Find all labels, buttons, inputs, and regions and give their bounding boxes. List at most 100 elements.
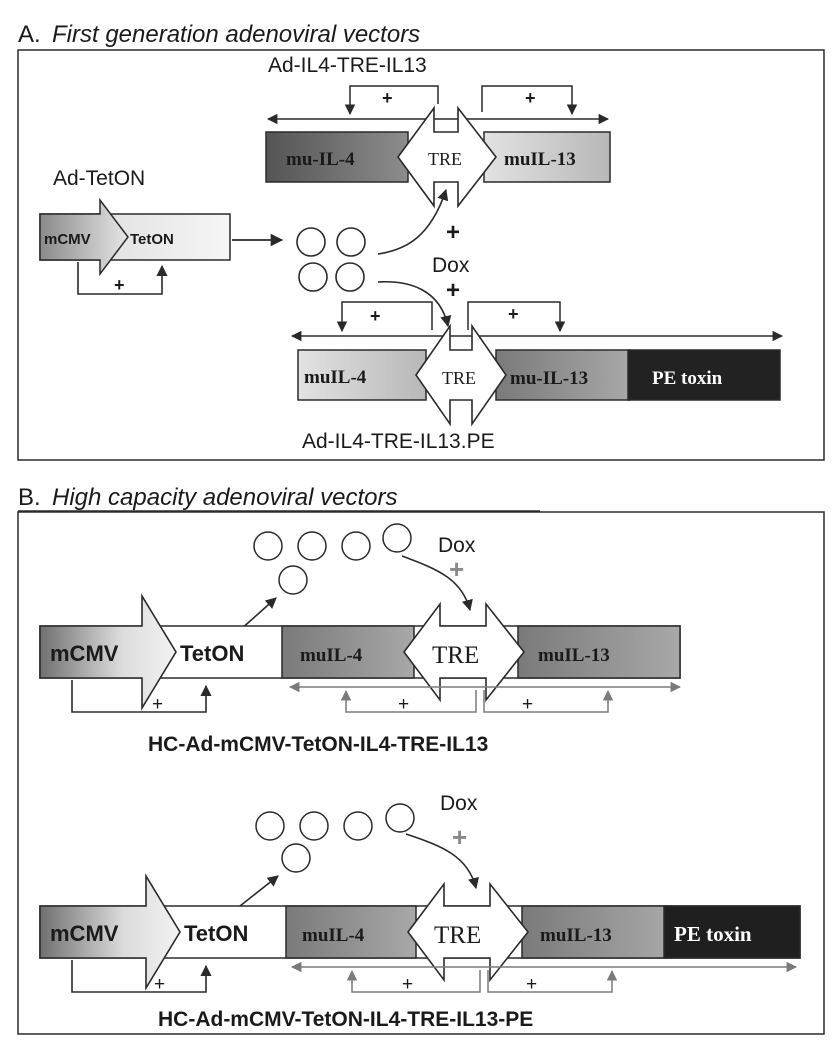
dox-molecule xyxy=(255,811,285,841)
b2-tetOn-activation-bracket xyxy=(71,960,212,993)
dox-molecule xyxy=(385,803,415,833)
bottom-right-activation-bracket xyxy=(467,301,566,333)
dox-molecule xyxy=(335,262,365,292)
b1-dox-plus: + xyxy=(449,554,464,584)
b2-promoter-text: mCMV xyxy=(50,921,119,946)
b2-tetOn-text: TetON xyxy=(184,921,248,946)
bottom-il4-block xyxy=(297,349,427,401)
b2-dox-label: Dox xyxy=(440,792,478,815)
b1-il4-text: muIL-4 xyxy=(300,645,363,666)
b1-tetOn-plus: + xyxy=(152,694,163,715)
dox-molecule xyxy=(341,531,371,561)
b2-pe-toxin-block xyxy=(663,905,801,959)
b2-pe-toxin-text: PE toxin xyxy=(674,922,752,946)
b2-right-activation-bracket xyxy=(487,969,618,993)
dox-to-top-vector-arrow xyxy=(377,188,449,255)
panel-b-frame xyxy=(17,511,825,1035)
b1-dox-label: Dox xyxy=(438,534,476,557)
b1-tetOn-activation-bracket xyxy=(71,680,212,713)
b1-tre-text: TRE xyxy=(432,642,479,669)
top-left-activation-bracket xyxy=(344,85,439,116)
dox-molecule xyxy=(253,531,283,561)
tetOn-activation-bracket xyxy=(77,262,168,295)
top-il13-block xyxy=(483,131,611,183)
b2-il4-block xyxy=(285,905,417,959)
b1-mcmv-promoter-arrow xyxy=(39,593,177,711)
b1-right-activation-bracket xyxy=(483,689,614,713)
dox-molecule xyxy=(296,227,326,257)
b2-left-activation-bracket xyxy=(346,969,481,993)
dox-molecule xyxy=(278,565,308,595)
b1-dox-to-tre-arrow xyxy=(401,555,473,612)
b2-left-plus: + xyxy=(402,974,413,995)
b2-mcmv-promoter-arrow xyxy=(39,873,181,991)
bottom-pe-toxin-block xyxy=(627,349,781,401)
ad-tetOn-label: Ad-TetON xyxy=(53,167,145,190)
panel-b-title: High capacity adenoviral vectors xyxy=(52,484,398,511)
dox-molecule xyxy=(297,531,327,561)
top-right-activation-bracket xyxy=(481,85,578,116)
b1-promoter-text: mCMV xyxy=(50,641,119,666)
dox-to-bottom-vector-arrow xyxy=(377,280,452,328)
bottom-pe-toxin-text: PE toxin xyxy=(652,368,723,389)
vector-ad-il4-tre-il13: Ad-IL4-TRE-IL13 mu-IL-4 TRE muIL-13 + + xyxy=(265,54,611,209)
bottom-tre-bidirectional-arrow xyxy=(415,323,507,427)
dox-plus-down: + xyxy=(446,277,460,304)
top-left-plus: + xyxy=(382,88,393,108)
mcmv-promoter-arrow xyxy=(39,197,129,277)
b1-tetOn-to-dox-arrow xyxy=(239,597,277,631)
panel-a: A. First generation adenoviral vectors A… xyxy=(17,21,825,461)
b2-tetOn-plus: + xyxy=(154,974,165,995)
b1-vector-label: HC-Ad-mCMV-TetON-IL4-TRE-IL13 xyxy=(148,733,488,756)
panel-a-letter: A. xyxy=(18,21,41,48)
panel-b-letter: B. xyxy=(18,484,41,511)
b1-il13-text: muIL-13 xyxy=(538,645,610,666)
top-tre-bidirectional-arrow xyxy=(397,105,498,209)
b2-tetOn-to-dox-arrow xyxy=(239,875,279,907)
bottom-left-activation-bracket xyxy=(336,301,433,333)
dox-molecules-a: Dox + + xyxy=(296,188,470,328)
vector-ad-il4-tre-il13-pe: muIL-4 TRE mu-IL-13 PE toxin + + Ad-IL4-… xyxy=(290,301,784,453)
tetOn-activation-plus: + xyxy=(114,275,125,295)
b1-il4-block xyxy=(281,625,415,679)
b2-tre-text: TRE xyxy=(434,922,481,949)
b2-il13-text: muIL-13 xyxy=(540,925,612,946)
ad-tetOn-promoter: mCMV xyxy=(44,231,91,248)
vector-bottom-label: Ad-IL4-TRE-IL13.PE xyxy=(302,430,495,453)
top-il4-text: mu-IL-4 xyxy=(286,149,355,170)
dox-molecule xyxy=(281,843,311,873)
bottom-tre-text: TRE xyxy=(442,368,476,388)
top-right-plus: + xyxy=(525,88,536,108)
panel-b: B. High capacity adenoviral vectors Dox … xyxy=(17,484,825,1035)
dox-molecule xyxy=(299,811,329,841)
top-tre-text: TRE xyxy=(428,149,462,169)
b2-right-plus: + xyxy=(526,974,537,995)
dox-plus-up: + xyxy=(446,219,460,246)
hc-vector-il13: Dox + mCMV TetON muIL-4 TRE muIL-13 + + … xyxy=(39,523,682,756)
dox-molecule xyxy=(298,262,328,292)
bottom-il13-text: mu-IL-13 xyxy=(510,368,588,389)
ad-tetOn-construct: Ad-TetON mCMV TetON + xyxy=(39,167,284,295)
bottom-left-plus: + xyxy=(370,306,381,326)
dox-molecule xyxy=(343,811,373,841)
ad-tetOn-gene: TetON xyxy=(130,231,174,248)
dox-molecule xyxy=(382,523,412,553)
b2-il4-text: muIL-4 xyxy=(302,925,365,946)
top-il4-block xyxy=(265,131,409,183)
b1-tetOn-text: TetON xyxy=(180,641,244,666)
b2-vector-label: HC-Ad-mCMV-TetON-IL4-TRE-IL13-PE xyxy=(158,1008,533,1031)
hc-vector-il13-pe: Dox + mCMV TetON muIL-4 TRE muIL-13 PE t… xyxy=(39,792,801,1031)
b2-dox-plus: + xyxy=(452,822,467,852)
dox-molecule xyxy=(336,227,366,257)
b1-il13-block xyxy=(517,625,681,679)
panel-a-frame xyxy=(17,49,825,461)
b1-left-plus: + xyxy=(398,694,409,715)
b2-dox-to-tre-arrow xyxy=(405,833,479,890)
bottom-il4-text: muIL-4 xyxy=(304,367,367,388)
b2-il13-block xyxy=(521,905,673,959)
top-il13-text: muIL-13 xyxy=(504,149,576,170)
panel-a-title: First generation adenoviral vectors xyxy=(52,21,420,48)
b1-right-plus: + xyxy=(522,694,533,715)
vector-top-label: Ad-IL4-TRE-IL13 xyxy=(268,54,427,77)
